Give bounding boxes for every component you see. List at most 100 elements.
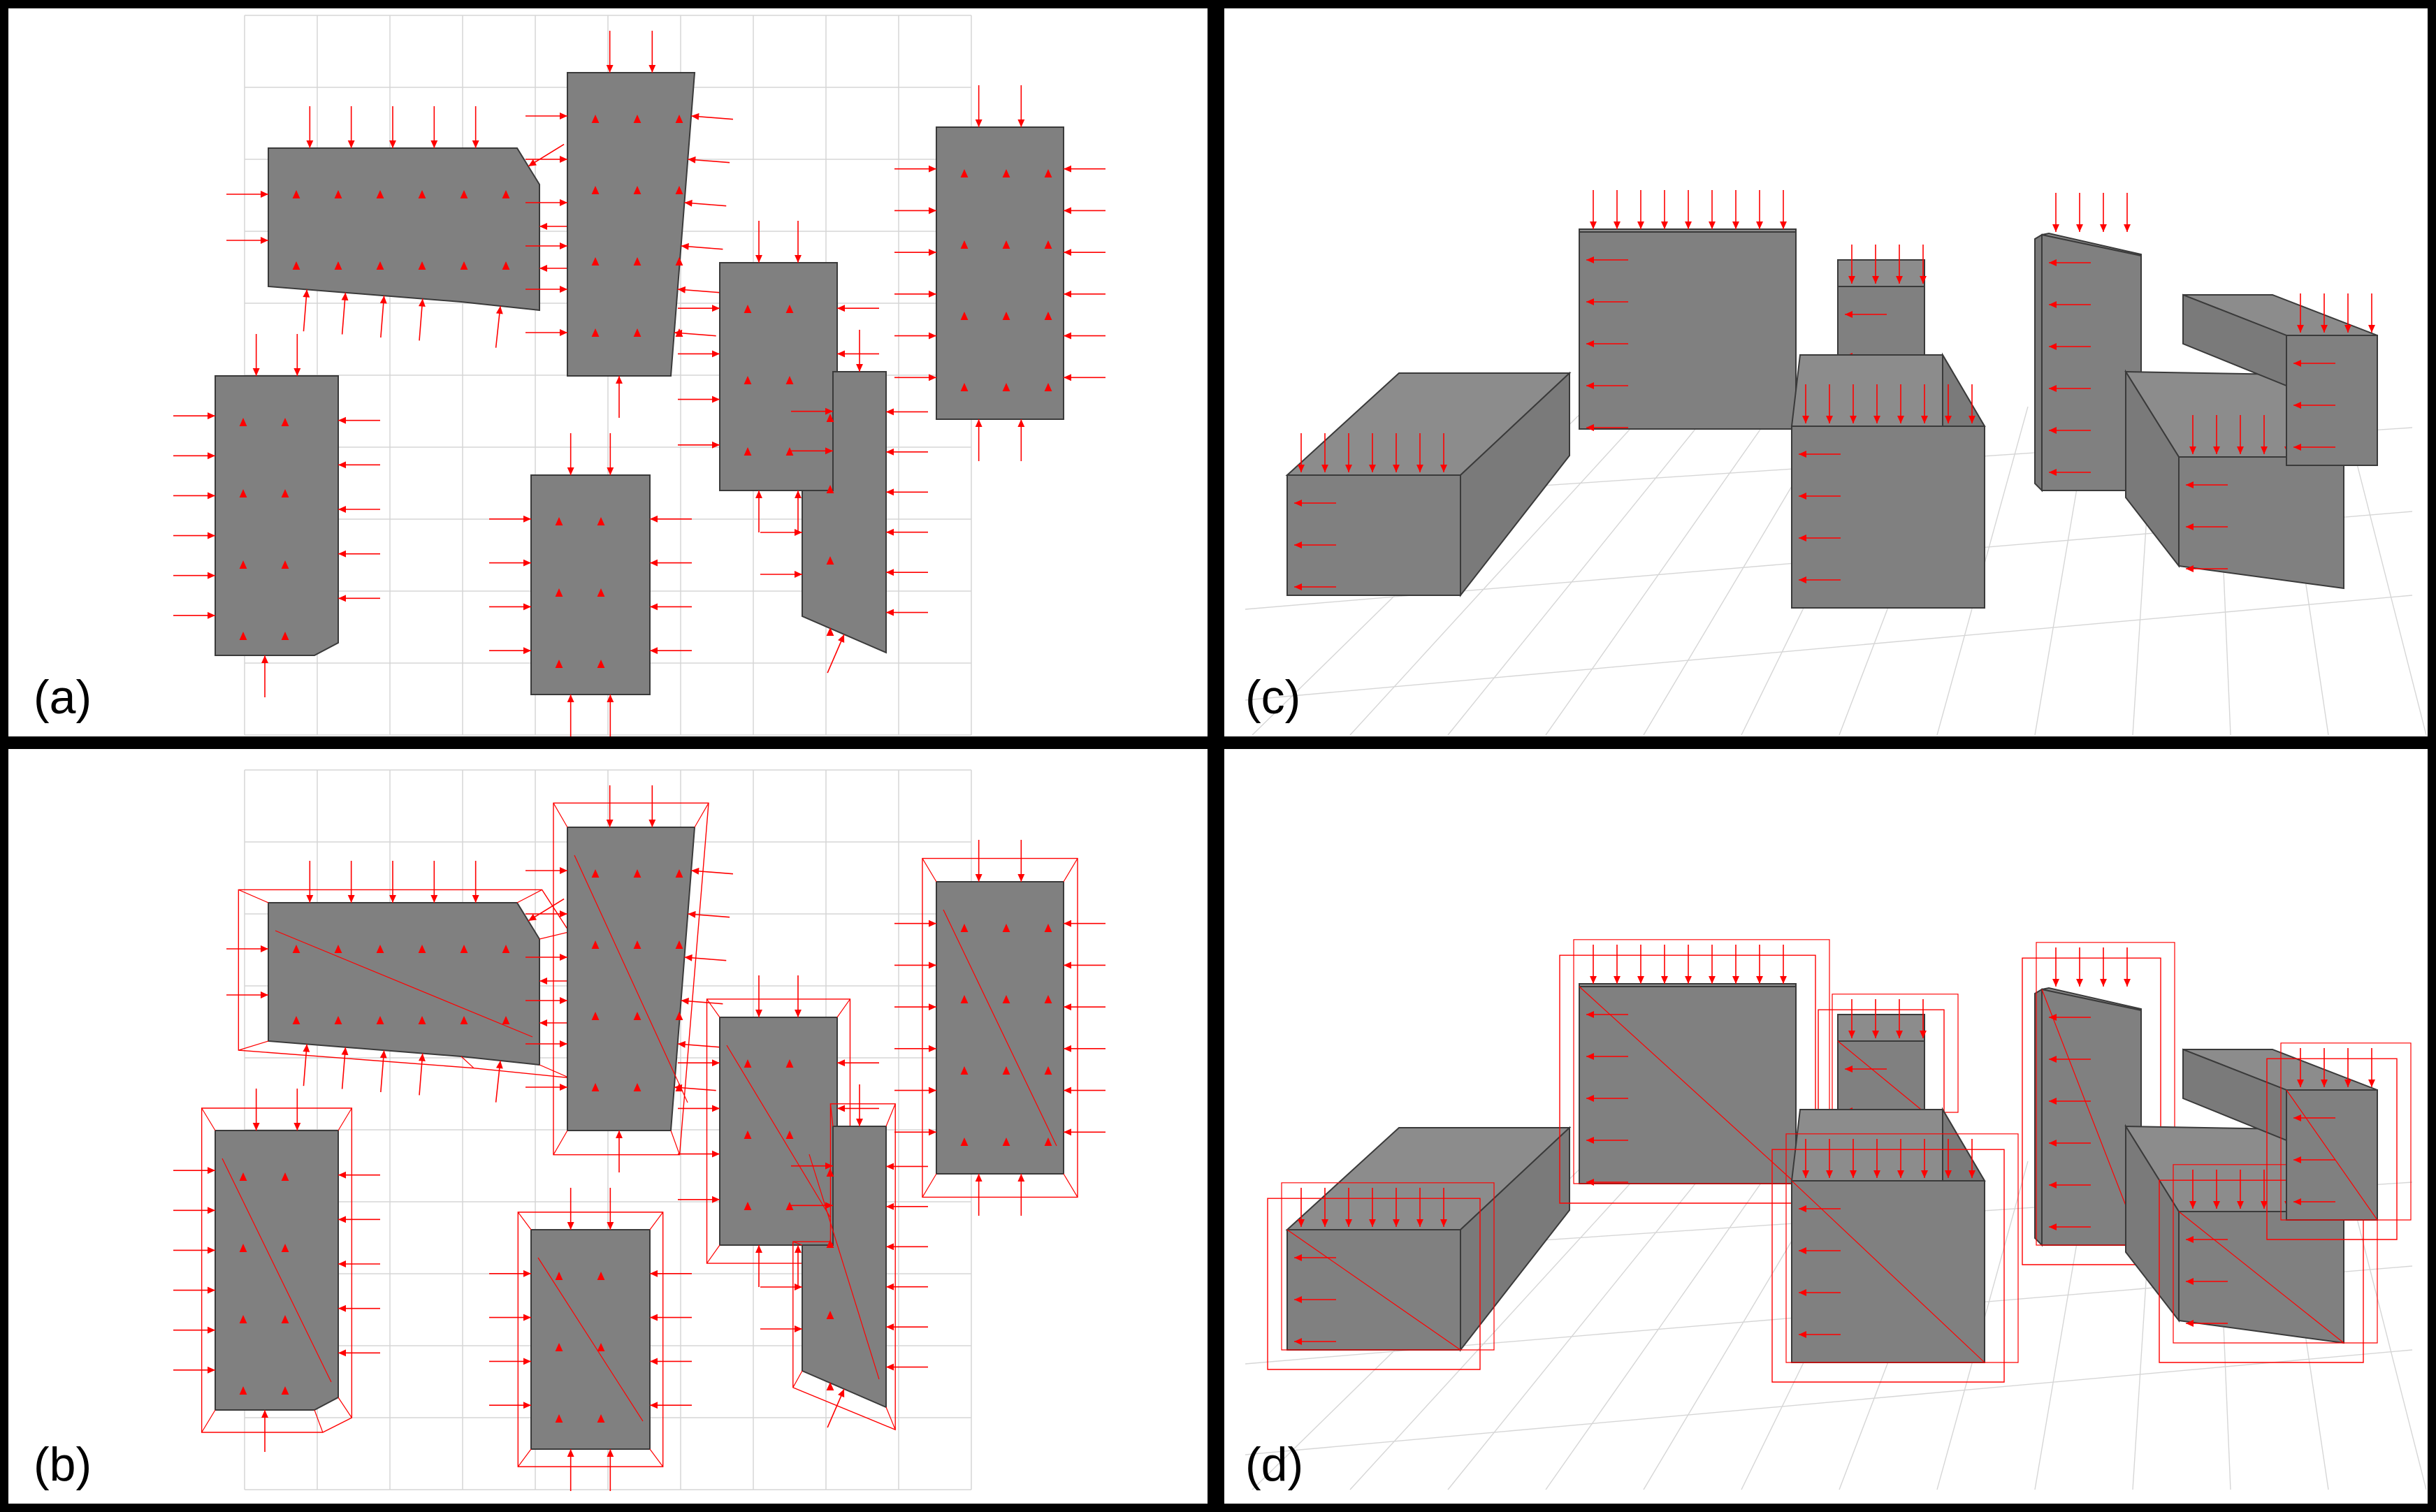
top-arrow-head: [1661, 221, 1668, 229]
side-arrow-head: [2049, 1056, 2057, 1063]
edge-arrow-head: [261, 237, 268, 244]
interior-arrow: [502, 1016, 510, 1024]
edge-arrow-head: [607, 1222, 614, 1230]
top-arrow-head: [2297, 1080, 2304, 1087]
wireframe-diagonal: [2041, 989, 2142, 1246]
edge-arrow-head: [523, 1314, 531, 1321]
edge-arrow-head: [837, 350, 845, 358]
wireframe-outline: [1267, 1198, 1481, 1370]
edge-arrow-head: [795, 1284, 802, 1291]
interior-arrow: [826, 414, 834, 422]
wireframe-diagonal: [2178, 1211, 2344, 1344]
interior-arrow: [633, 940, 641, 949]
edge-arrow-head: [886, 569, 894, 576]
top-arrow-head: [1298, 465, 1305, 472]
edge-arrow-head: [560, 112, 567, 119]
interior-arrow: [555, 660, 563, 668]
top-arrow-head: [2237, 446, 2244, 454]
interior-arrow: [591, 186, 600, 194]
top-arrow-head: [1920, 276, 1927, 284]
wireframe-diagonal: [537, 1257, 644, 1422]
top-arrow-head: [2213, 446, 2220, 454]
box-5: [802, 371, 887, 654]
top-arrow-head: [1709, 976, 1716, 984]
side-arrow-head: [2049, 427, 2057, 434]
edge-arrow-head: [795, 255, 802, 263]
edge-arrow-head: [886, 1363, 894, 1371]
edge-arrow-head: [688, 156, 696, 163]
edge-arrow-head: [886, 408, 894, 416]
interior-arrow: [785, 1202, 794, 1210]
edge-arrow-head: [606, 65, 614, 73]
interior-arrow: [376, 190, 384, 198]
edge-arrow-head: [338, 1260, 346, 1267]
interior-arrow: [1044, 1137, 1052, 1146]
wireframe-diagonal: [1579, 986, 1797, 1184]
floor-grid-line: [1545, 1161, 1777, 1490]
edge-arrow-head: [528, 159, 537, 166]
edge-arrow-head: [261, 1410, 268, 1418]
cube-3-front: [1837, 286, 1925, 358]
top-arrow-head: [1780, 976, 1787, 984]
box-2: [567, 72, 696, 377]
interior-arrow: [460, 1016, 468, 1024]
interior-arrow: [376, 261, 384, 270]
interior-arrow: [785, 447, 794, 456]
edge-arrow-head: [539, 223, 547, 230]
wireframe-link: [836, 998, 850, 1018]
side-arrow-head: [1586, 382, 1594, 389]
interior-arrow: [292, 261, 300, 270]
box-7: [530, 474, 651, 695]
wireframe-link: [539, 1064, 570, 1079]
interior-arrow: [502, 945, 510, 953]
edge-arrow-head: [560, 1040, 567, 1047]
edge-arrow-head: [607, 1449, 614, 1457]
interior-arrow: [960, 169, 969, 177]
wireframe-link: [201, 1107, 216, 1131]
interior-arrow: [826, 627, 834, 636]
edge-arrow-head: [607, 467, 614, 475]
top-arrow-head: [2052, 979, 2059, 987]
edge-arrow-head: [303, 289, 310, 298]
interior-arrow: [597, 1272, 605, 1280]
edge-arrow-head: [208, 412, 215, 420]
interior-arrow: [1002, 169, 1010, 177]
top-arrow-head: [1945, 416, 1952, 423]
wireframe-link: [649, 1448, 664, 1467]
interior-arrow: [555, 517, 563, 525]
edge-arrow-head: [523, 1358, 531, 1365]
interior-arrow: [744, 447, 752, 456]
side-arrow-head: [1294, 541, 1302, 548]
top-arrow-head: [1393, 1219, 1400, 1227]
top-arrow-head: [1685, 976, 1692, 984]
edge-arrow-head: [495, 1061, 503, 1069]
wireframe-link: [1063, 1173, 1078, 1198]
edge-arrow-head: [567, 467, 574, 475]
edge-arrow-head: [1017, 419, 1025, 427]
top-arrow-head: [2124, 224, 2131, 232]
top-arrow-head: [1756, 976, 1763, 984]
side-arrow-head: [1586, 1053, 1594, 1060]
interior-arrow: [597, 660, 605, 668]
panel-b: (b): [8, 749, 1208, 1504]
interior-arrow: [1002, 995, 1010, 1003]
interior-arrow: [418, 261, 426, 270]
interior-arrow: [633, 1083, 641, 1091]
edge-arrow-head: [886, 1163, 894, 1170]
interior-arrow: [281, 1244, 289, 1252]
top-arrow-head: [1873, 416, 1880, 423]
wireframe-link: [517, 1212, 532, 1230]
interior-arrow: [826, 485, 834, 493]
wireframe-diagonal: [1791, 1180, 1985, 1363]
edge-arrow-head: [560, 156, 567, 163]
edge-arrow-head: [650, 1402, 658, 1409]
edge-arrow-head: [886, 1283, 894, 1291]
edge-arrow-head: [677, 1040, 686, 1048]
side-arrow-head: [1294, 1296, 1302, 1303]
box-1: [268, 147, 540, 312]
interior-arrow: [292, 945, 300, 953]
edge-arrow-head: [208, 532, 215, 539]
interior-arrow: [675, 115, 683, 123]
top-arrow-head: [2052, 224, 2059, 232]
wireframe-link: [553, 1130, 568, 1156]
